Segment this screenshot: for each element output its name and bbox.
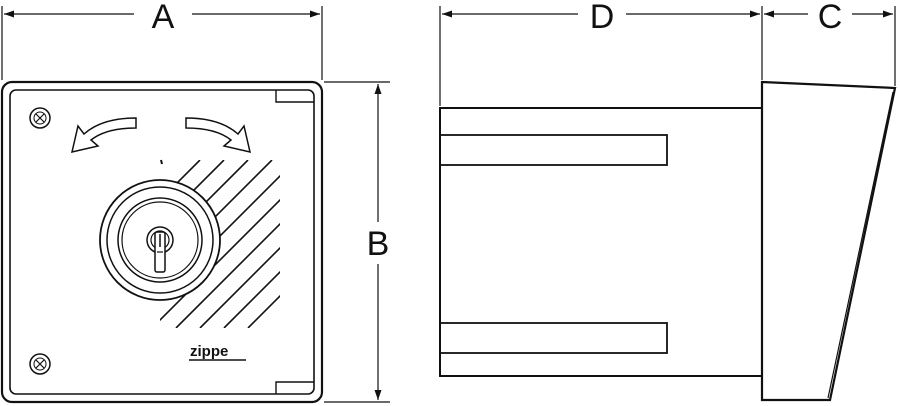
dimension-label-a: A — [152, 0, 175, 36]
brand-logo: zippe — [189, 343, 246, 361]
plate-corner-notch-top — [275, 90, 314, 103]
front-inner-plate — [9, 89, 315, 395]
front-view — [0, 80, 324, 404]
hatch-line — [175, 222, 280, 328]
side-rib-top — [439, 134, 668, 166]
rotate-right-arrow-icon — [185, 117, 252, 154]
hatch-line — [199, 246, 280, 328]
dimension-label-b: B — [367, 225, 390, 263]
side-view — [439, 80, 897, 402]
keyhole-icon — [154, 231, 166, 273]
rotate-left-arrow-icon — [70, 117, 137, 154]
position-tick — [160, 159, 163, 165]
plate-corner-notch-bottom — [275, 381, 314, 394]
side-cap-edge — [827, 91, 894, 399]
hatch-line — [160, 198, 280, 322]
hatched-area — [160, 160, 280, 328]
side-cap — [760, 80, 897, 402]
dimension-label-d: D — [590, 0, 615, 36]
dimension-label-c: C — [818, 0, 843, 36]
hatch-line — [223, 270, 280, 328]
screw-bottom-left — [29, 353, 51, 375]
front-outer-frame — [0, 80, 324, 404]
dimension-lines — [1, 6, 896, 403]
side-body — [439, 107, 763, 377]
hatch-line — [247, 294, 280, 328]
screw-top-left — [29, 107, 51, 129]
brand-logo-text: zippe — [190, 343, 228, 360]
hatch-line — [160, 160, 225, 226]
side-rib-bottom — [439, 322, 668, 354]
